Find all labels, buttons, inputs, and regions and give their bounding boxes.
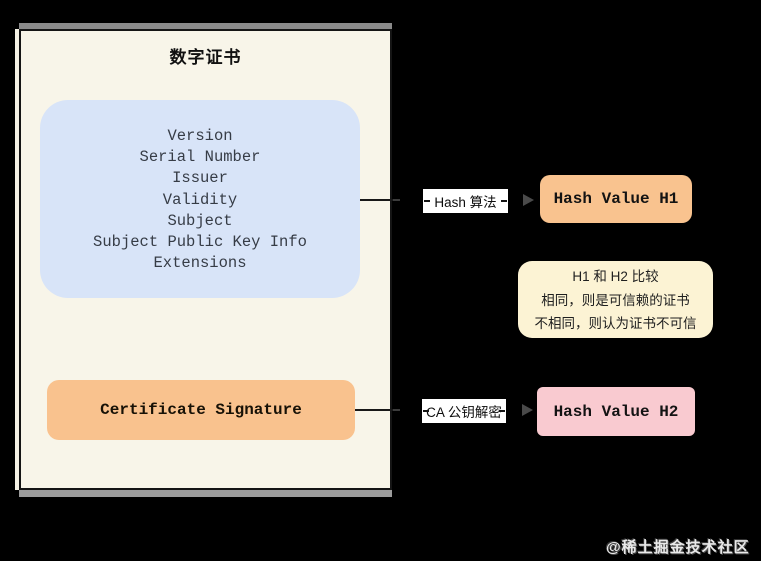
- ca-public-key-decrypt-label: CA 公钥解密: [422, 399, 506, 423]
- certificate-field-version: Version: [167, 127, 233, 145]
- hash-algorithm-label: Hash 算法: [423, 189, 508, 213]
- certificate-field-subject-public-key-info: Subject Public Key Info: [93, 233, 307, 252]
- certificate-title: 数字证书: [169, 48, 242, 67]
- hash-value-h2-box: Hash Value H2: [532, 382, 700, 441]
- watermark: @稀土掘金技术社区: [606, 539, 750, 556]
- note-line-compare: H1 和 H2 比较: [572, 269, 659, 284]
- note-line-same: 相同，则是可信赖的证书: [541, 292, 690, 308]
- comparison-note-box: H1 和 H2 比较 相同，则是可信赖的证书 不相同，则认为证书不可信: [513, 256, 718, 343]
- arrow-right-icon: [523, 194, 534, 206]
- certificate-field-validity: Validity: [162, 190, 238, 209]
- certificate-field-subject: Subject: [167, 211, 233, 230]
- decrypt-connector-line: [355, 409, 393, 411]
- note-line-different: 不相同，则认为证书不可信: [534, 316, 697, 331]
- certificate-field-serial-number: Serial Number: [139, 148, 261, 167]
- certificate-field-extensions: Extensions: [153, 254, 247, 273]
- hash-connector-line-stub: [393, 199, 400, 201]
- certificate-field-issuer: Issuer: [172, 169, 228, 188]
- arrow-right-icon: [522, 404, 533, 416]
- decrypt-connector-line-stub: [393, 409, 400, 411]
- certificate-signature-box: Certificate Signature: [47, 380, 355, 440]
- hash-value-h1-box: Hash Value H1: [535, 170, 697, 228]
- certificate-fields-box: Version Serial Number Issuer Validity Su…: [40, 100, 360, 298]
- digital-certificate-box: 数字证书 Version Serial Number Issuer Validi…: [19, 29, 392, 490]
- hash-connector-line: [360, 199, 393, 201]
